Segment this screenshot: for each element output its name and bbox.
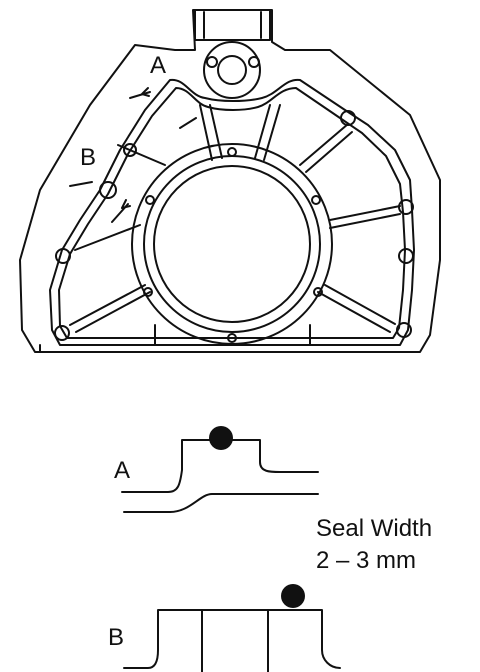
- top-boss-inner: [217, 55, 247, 85]
- label-b-top: B: [80, 144, 97, 171]
- engine-plate: [19, 9, 441, 353]
- label-a-top: A: [150, 52, 167, 79]
- plate-neck: [194, 9, 271, 41]
- sealant-dot-b: [281, 584, 305, 608]
- detail-a-lower: [123, 493, 319, 513]
- label-b-detail: B: [108, 624, 125, 651]
- seal-width-label: Seal Width: [316, 515, 433, 542]
- plate-outline: [19, 9, 441, 353]
- bell-inner: [153, 165, 311, 323]
- label-a-detail: A: [114, 457, 131, 484]
- gasket-bead-outer: [49, 78, 415, 346]
- sealant-dot-a: [209, 426, 233, 450]
- detail-b-profile: [123, 609, 341, 669]
- bell-mid: [143, 155, 321, 333]
- bell-outer: [131, 143, 333, 345]
- detail-a: [121, 439, 319, 513]
- seal-width-value: 2 – 3 mm: [316, 547, 417, 574]
- top-boss-outer: [203, 41, 261, 99]
- detail-b: [123, 609, 341, 672]
